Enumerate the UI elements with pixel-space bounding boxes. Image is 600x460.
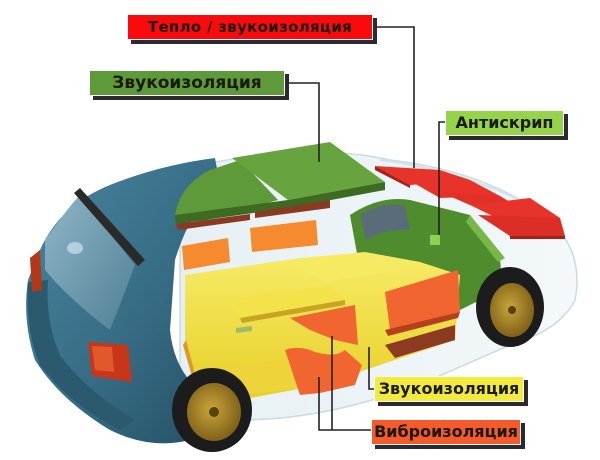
- hood-thermo-insulation-panels: [375, 166, 565, 239]
- leader-sound-roof: [285, 82, 320, 162]
- rear-window: [45, 195, 135, 330]
- dashboard-anti-squeak: [350, 199, 505, 310]
- leader-anti-squeak: [438, 121, 445, 235]
- leader-vibro: [318, 377, 371, 431]
- leader-sound-floor: [368, 347, 374, 390]
- roof-sound-insulation-panels: [175, 142, 385, 230]
- rear-wheel: [172, 368, 252, 452]
- label-floor-sound-insulation: Звукоизоляция: [374, 376, 524, 402]
- leader-lines: [285, 26, 445, 431]
- label-vibration-insulation: Виброизоляция: [371, 419, 521, 445]
- vibration-insulation-pads: [285, 270, 460, 395]
- leader-thermo: [373, 26, 415, 168]
- rear-body: [26, 158, 221, 444]
- label-thermo-sound-insulation: Тепло / звукоизоляция: [127, 14, 373, 40]
- label-anti-squeak: Антискрип: [445, 110, 564, 136]
- front-wheel: [476, 267, 544, 347]
- label-roof-sound-insulation: Звукоизоляция: [89, 70, 285, 96]
